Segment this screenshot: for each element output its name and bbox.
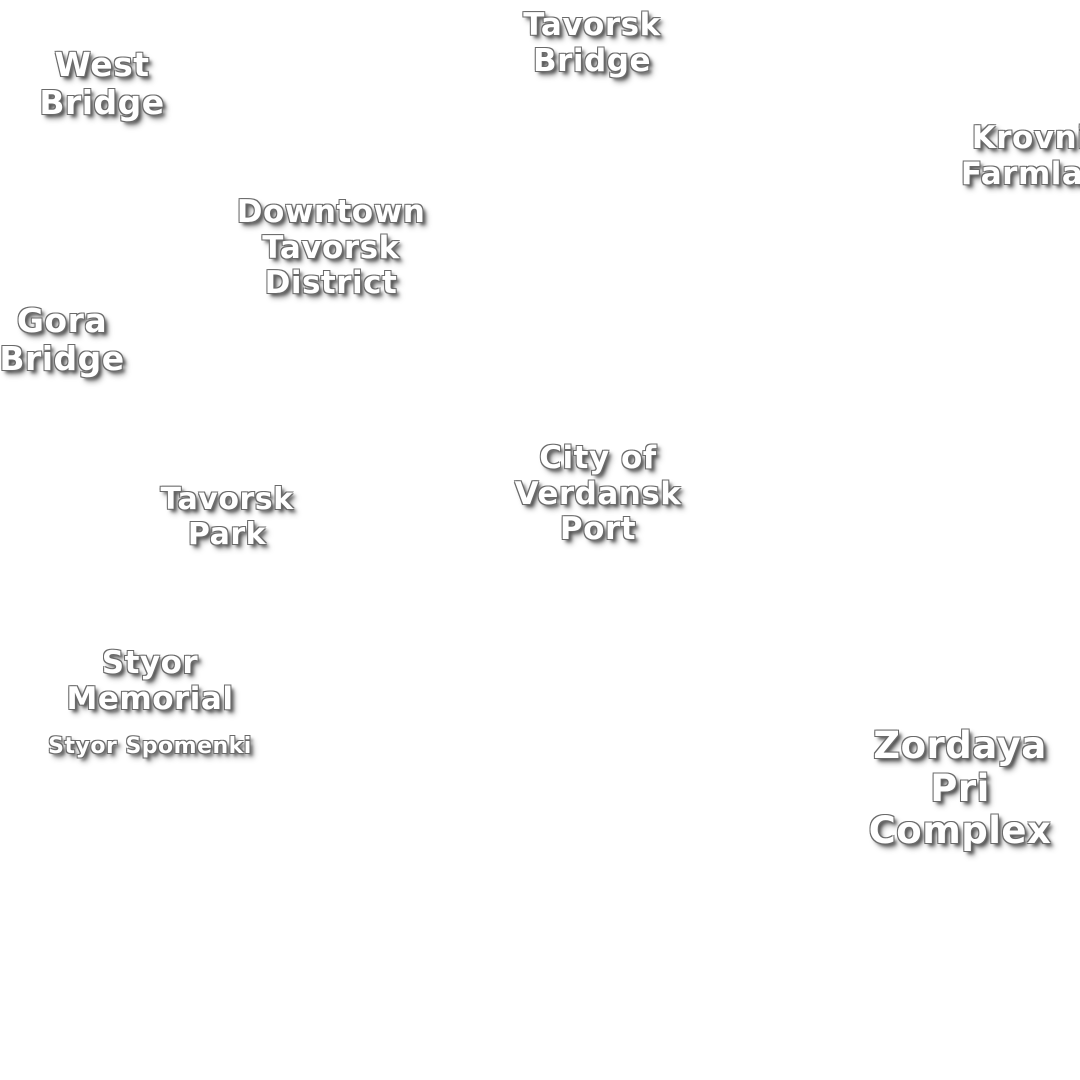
location-label-tavorsk-park[interactable]: Tavorsk Park [160,482,294,552]
location-label-zordaya-prison-complex[interactable]: Zordaya Pri Complex [868,724,1052,853]
location-label-styor-memorial[interactable]: Styor Memorial [66,645,234,717]
location-sublabel-styor-spomenki: Styor Spomenki [48,734,252,759]
location-label-downtown-tavorsk-district[interactable]: Downtown Tavorsk District [236,194,426,302]
location-label-krovnik-farmland[interactable]: Krovni Farmlar [960,120,1080,192]
location-label-city-of-verdansk-port[interactable]: City of Verdansk Port [514,440,682,548]
location-label-tavorsk-bridge[interactable]: Tavorsk Bridge [523,7,661,79]
location-label-gora-bridge[interactable]: Gora Bridge [0,301,125,378]
location-label-west-bridge[interactable]: West Bridge [39,45,165,122]
